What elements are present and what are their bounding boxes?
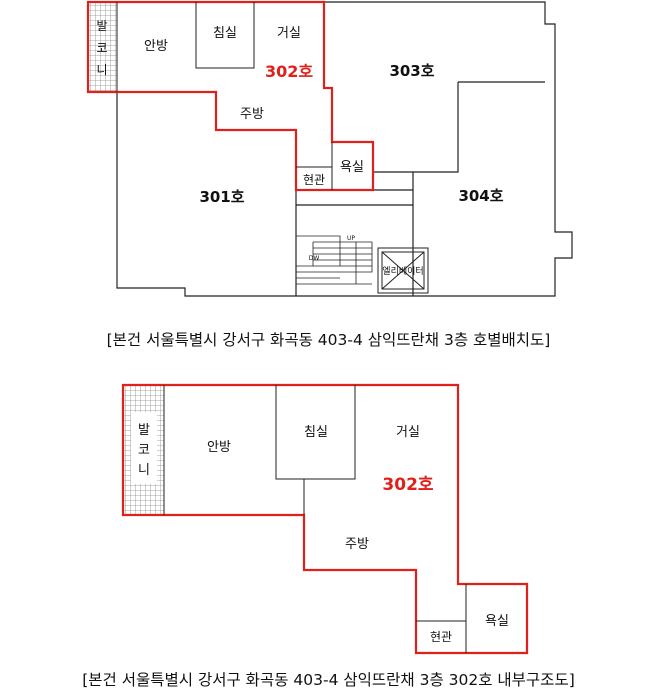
bath-label-large: 욕실 bbox=[485, 614, 509, 629]
main-room-label-large: 안방 bbox=[207, 440, 231, 455]
unit-plan-caption: [본건 서울특별시 강서구 화곡동 403-4 삼익뜨란채 3층 302호 내부… bbox=[82, 671, 575, 689]
floor-layout bbox=[87, 1, 573, 297]
unit-302-label-large: 302호 bbox=[382, 475, 433, 495]
living-room-label-large: 거실 bbox=[396, 425, 420, 440]
balcony-label-large-1: 발 bbox=[138, 423, 150, 438]
balcony-label-large-3: 니 bbox=[138, 463, 150, 478]
entrance-label-large: 현관 bbox=[430, 630, 452, 644]
main-room-label: 안방 bbox=[144, 39, 168, 54]
unit-304-partition bbox=[412, 82, 459, 296]
unit-302-label: 302호 bbox=[265, 62, 313, 81]
unit-303-label: 303호 bbox=[389, 62, 434, 80]
balcony-label-2: 코 bbox=[96, 41, 107, 55]
balcony-label-large-2: 코 bbox=[138, 443, 150, 458]
balcony-label-1: 발 bbox=[96, 19, 107, 33]
entrance-label: 현관 bbox=[303, 173, 325, 187]
unit-304-label: 304호 bbox=[458, 187, 503, 205]
bedroom-label-large: 침실 bbox=[304, 425, 328, 440]
elevator-box bbox=[377, 247, 429, 294]
stairs bbox=[296, 235, 373, 285]
balcony-hatch bbox=[89, 3, 117, 91]
elevator-label: 엘리베이터 bbox=[382, 266, 423, 277]
corridor-wall bbox=[373, 171, 413, 191]
balcony-label-3: 니 bbox=[96, 63, 107, 77]
unit-302-outline bbox=[86, 0, 375, 192]
kitchen-label: 주방 bbox=[240, 107, 264, 122]
living-room-label: 거실 bbox=[277, 26, 301, 41]
stair-down-label: DW bbox=[309, 255, 320, 262]
bath-label: 욕실 bbox=[340, 160, 364, 175]
floor-plan-caption: [본건 서울특별시 강서구 화곡동 403-4 삼익뜨란채 3층 호별배치도] bbox=[106, 331, 551, 349]
kitchen-label-large: 주방 bbox=[345, 537, 369, 552]
building-outline bbox=[87, 1, 573, 297]
unit-302-plan bbox=[121, 383, 529, 655]
bedroom-label: 침실 bbox=[213, 26, 237, 41]
stair-up-label: UP bbox=[347, 235, 355, 242]
unit-301-label: 301호 bbox=[199, 188, 244, 206]
